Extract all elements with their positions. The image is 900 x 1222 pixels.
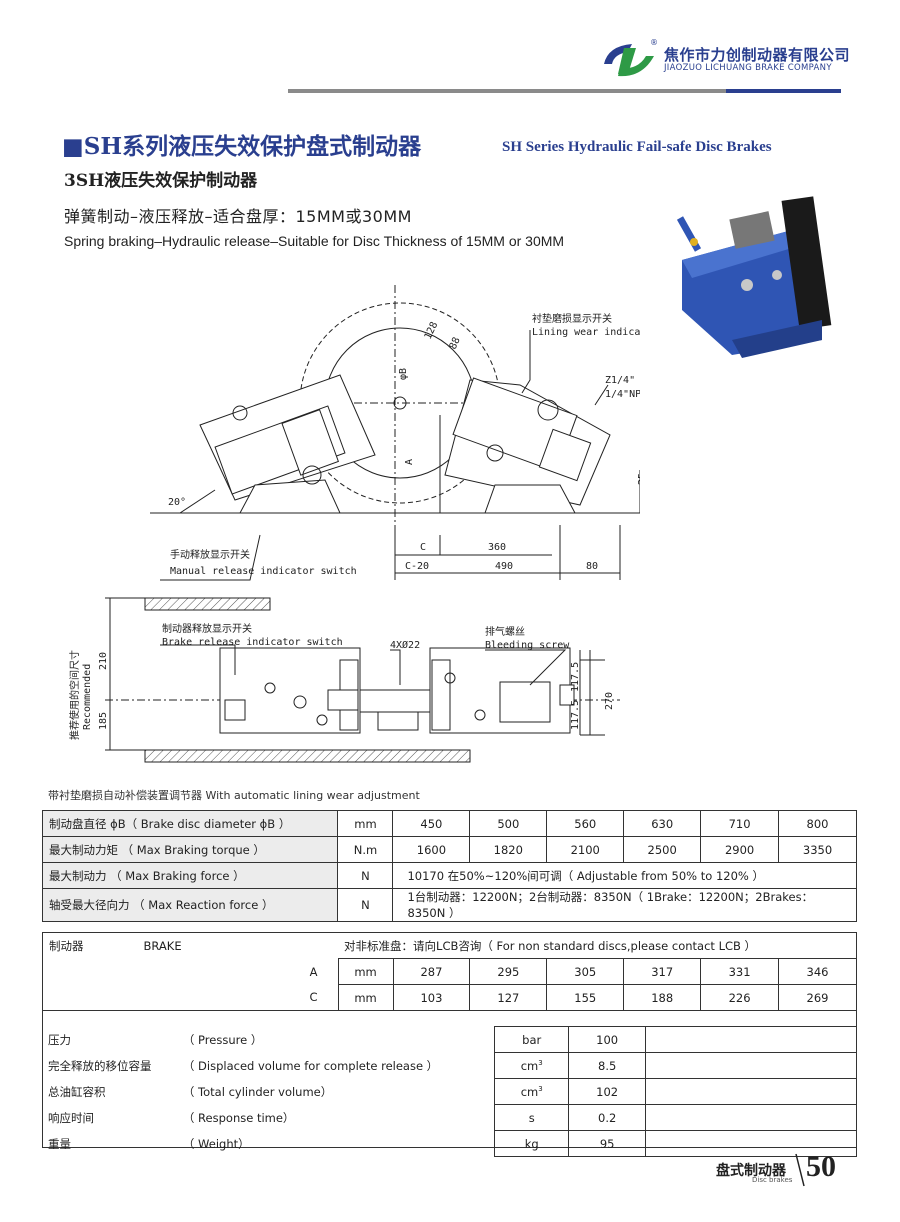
svg-text:20°: 20° (168, 497, 186, 508)
svg-text:A: A (404, 459, 415, 465)
svg-text:Z1/4": Z1/4" (605, 375, 635, 386)
table-row: 重量 （ Weight） kg 95 (42, 1130, 857, 1157)
svg-text:270: 270 (604, 692, 615, 710)
table-row: 完全释放的移位容量 （ Displaced volume for complet… (42, 1052, 857, 1079)
table-row: 制动盘直径 ϕB（ Brake disc diameter ϕB ） mm 45… (41, 810, 857, 837)
spec-table-3-frame (42, 1008, 857, 1148)
table-row: 最大制动力 （ Max Braking force ） N 10170 在50%… (41, 862, 857, 889)
svg-text:制动器释放显示开关: 制动器释放显示开关 (162, 622, 252, 635)
svg-text:Manual release indicator switc: Manual release indicator switch (170, 566, 357, 577)
spec-table-3: 压力 （ Pressure ） bar 100 完全释放的移位容量 （ Disp… (42, 1026, 857, 1157)
table-row: 最大制动力矩 （ Max Braking torque ） N.m 1600 1… (41, 836, 857, 863)
footer-section-en: Disc brakes (752, 1176, 793, 1184)
side-view-drawing: 128 88 φB A 20° Z1/4" 1/4"NPT 435 25 C 3… (150, 285, 640, 581)
svg-text:C: C (420, 542, 426, 553)
svg-text:Recommended: Recommended (82, 664, 93, 730)
svg-text:210: 210 (98, 652, 109, 670)
feature-text-cn: 弹簧制动–液压释放–适合盘厚：15MM或30MM (64, 207, 412, 226)
svg-text:360: 360 (488, 542, 506, 553)
table-row: A mm 287 295 305 317 331 346 (43, 958, 857, 985)
table-row: 响应时间 （ Response time） s 0.2 (42, 1104, 857, 1131)
spec-table-1: 制动盘直径 ϕB（ Brake disc diameter ϕB ） mm 45… (41, 810, 857, 922)
svg-text:C-20: C-20 (405, 561, 429, 572)
svg-text:185: 185 (98, 712, 109, 730)
company-name-en: JIAOZUO LICHUANG BRAKE COMPANY (664, 63, 832, 73)
svg-text:4XØ22: 4XØ22 (390, 639, 420, 651)
svg-text:Lining wear indicator switch: Lining wear indicator switch (532, 327, 640, 338)
page-title: ■SH系列液压失效保护盘式制动器 (62, 133, 422, 160)
company-logo: ® (604, 38, 658, 77)
company-name-cn: 焦作市力创制动器有限公司 (664, 46, 851, 64)
svg-text:25: 25 (637, 473, 640, 485)
svg-text:推荐使用的空间尺寸: 推荐使用的空间尺寸 (68, 650, 81, 740)
model-title: 3SH液压失效保护制动器 (64, 171, 258, 191)
table-row: 总油缸容积 （ Total cylinder volume） cm3 102 (42, 1078, 857, 1105)
svg-text:®: ® (650, 38, 658, 47)
svg-text:Brake release indicator switch: Brake release indicator switch (162, 637, 343, 648)
header-rule (288, 89, 726, 93)
footer-divider (795, 1153, 805, 1187)
svg-text:手动释放显示开关: 手动释放显示开关 (170, 548, 250, 561)
product-photo (676, 196, 832, 358)
svg-text:117.5: 117.5 (570, 700, 581, 730)
table-row: 轴受最大径向力 （ Max Reaction force ） N 1台制动器：1… (41, 888, 857, 922)
svg-text:490: 490 (495, 561, 513, 572)
table-row: 压力 （ Pressure ） bar 100 (42, 1026, 857, 1053)
svg-text:衬垫磨损显示开关: 衬垫磨损显示开关 (532, 312, 612, 325)
top-view-drawing: 210 185 推荐使用的空间尺寸 Recommended 制动器释放显示开关 … (68, 597, 620, 763)
svg-text:排气螺丝: 排气螺丝 (485, 625, 525, 638)
footer-section-cn: 盘式制动器 (716, 1163, 786, 1179)
svg-text:1/4"NPT: 1/4"NPT (605, 389, 640, 400)
adjuster-caption: 带衬垫磨损自动补偿装置调节器 With automatic lining wea… (48, 789, 420, 802)
page-number: 50 (806, 1150, 836, 1183)
feature-text-en: Spring braking–Hydraulic release–Suitabl… (64, 233, 565, 249)
table-row: C mm 103 127 155 188 226 269 (43, 984, 857, 1011)
svg-text:Bleeding screw: Bleeding screw (485, 640, 570, 651)
svg-text:117.5: 117.5 (570, 662, 581, 692)
svg-text:φB: φB (398, 368, 409, 380)
header-rule-accent (726, 89, 841, 93)
svg-text:88: 88 (448, 336, 463, 352)
page-title-en: SH Series Hydraulic Fail-safe Disc Brake… (502, 139, 772, 155)
svg-text:80: 80 (586, 561, 598, 572)
